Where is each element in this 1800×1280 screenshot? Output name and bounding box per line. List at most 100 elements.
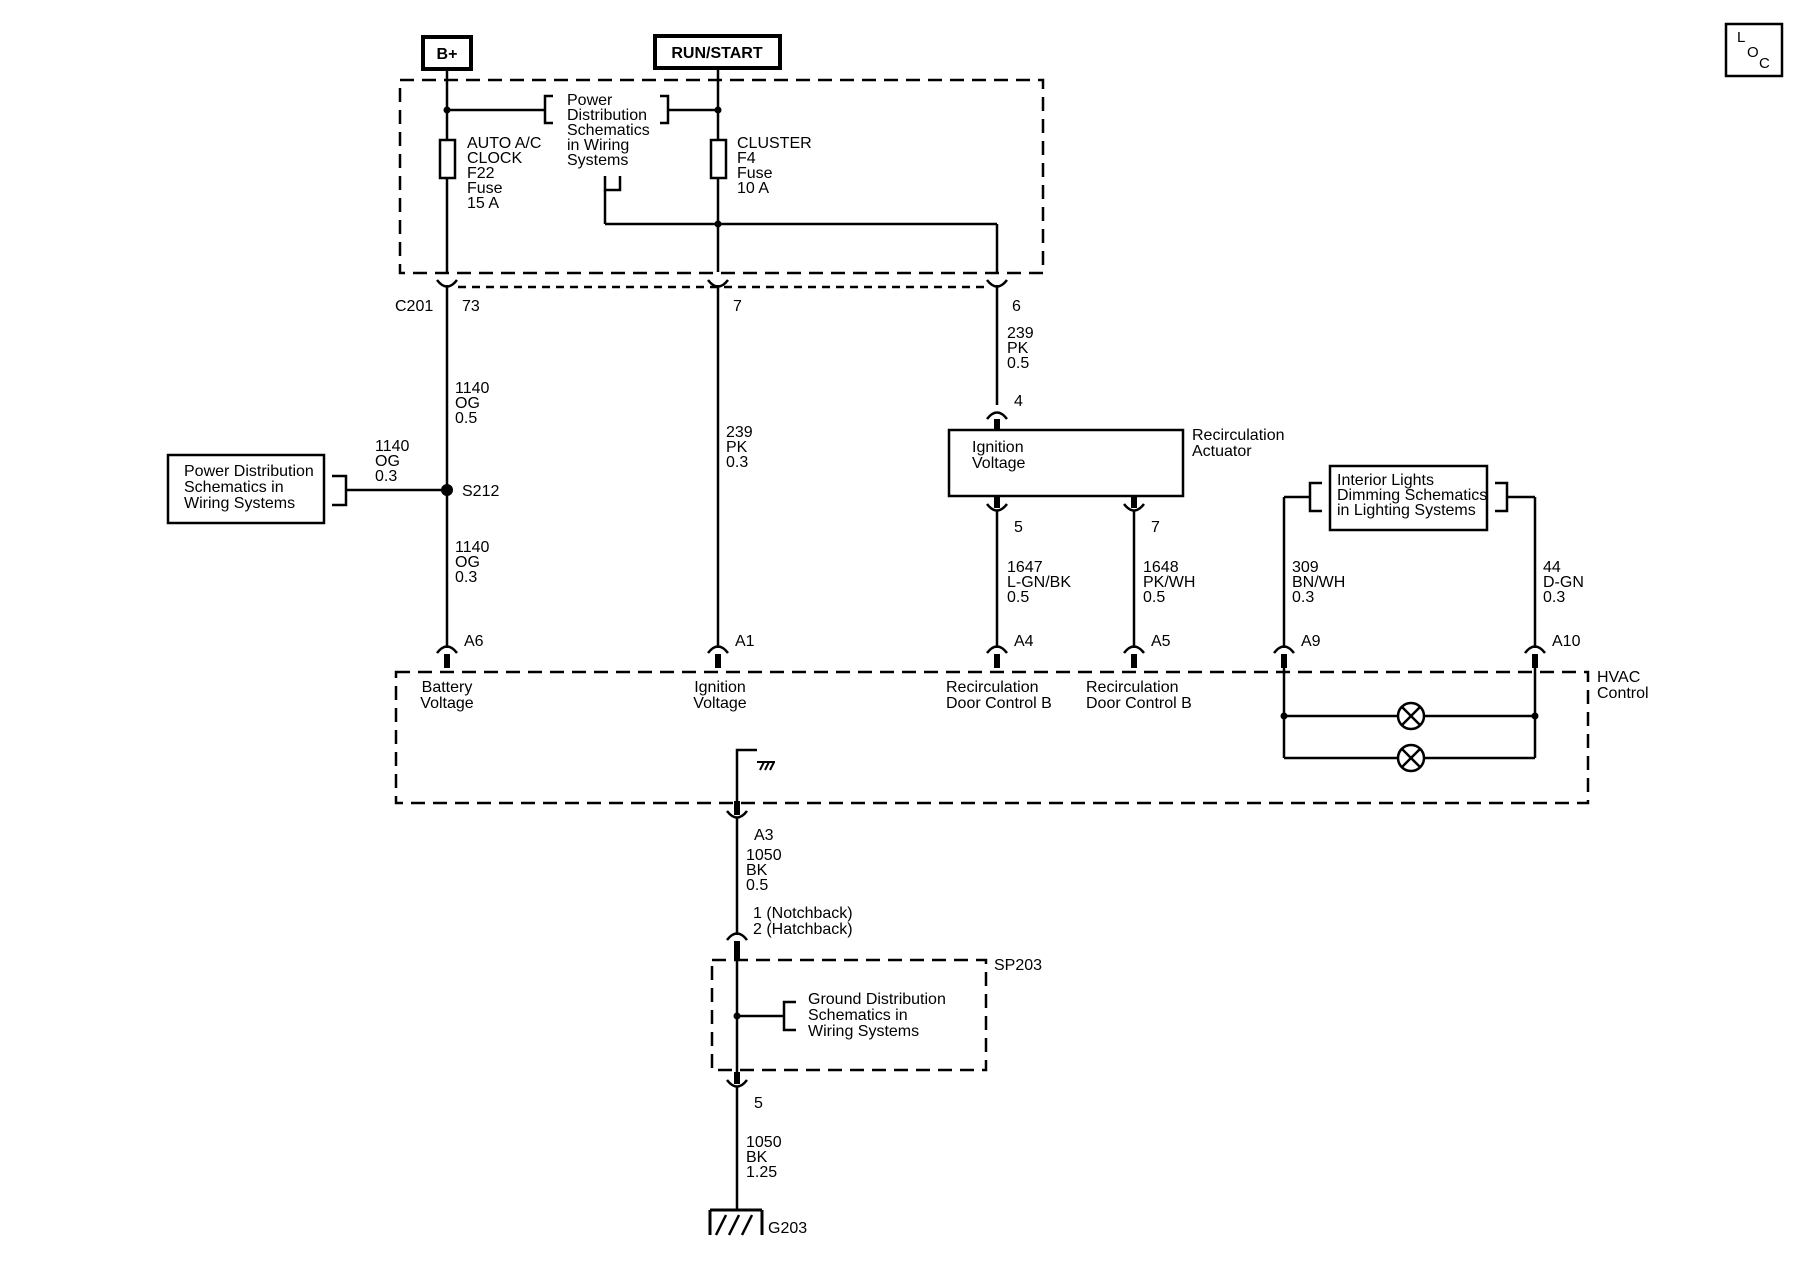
wire-1050-label: 0.5 bbox=[746, 877, 768, 894]
fuse-f22-label: 15 A bbox=[467, 195, 499, 212]
ignition-voltage-circuit: 239 PK 0.3 A1 bbox=[707, 285, 755, 668]
wire-1647-label: 1647 bbox=[1007, 559, 1043, 576]
ground-g203-icon bbox=[708, 1208, 764, 1236]
c201-pin: 73 bbox=[462, 298, 480, 315]
lighting-ref-line: Dimming Schematics bbox=[1337, 487, 1487, 504]
fuse-f4-label: CLUSTER bbox=[737, 135, 812, 152]
wire-239-label: 239 bbox=[1007, 325, 1034, 342]
wire-44-label: 0.3 bbox=[1543, 589, 1565, 606]
wire-1140-label: OG bbox=[455, 554, 480, 571]
sp203-label: SP203 bbox=[994, 957, 1042, 974]
loc-letter: C bbox=[1759, 55, 1770, 72]
actuator-pin: 4 bbox=[1014, 393, 1023, 410]
wire-1050-label: BK bbox=[746, 1149, 768, 1166]
power-ref-left-line: Wiring Systems bbox=[184, 495, 295, 512]
fuse-f4-label: 10 A bbox=[737, 180, 769, 197]
lighting-ref-line: in Lighting Systems bbox=[1337, 502, 1476, 519]
hvac-control-module: HVAC Control Battery Voltage Ignition Vo… bbox=[394, 669, 1649, 805]
wire-1140-side-label: 0.3 bbox=[375, 468, 397, 485]
splice-pack-sp203 bbox=[710, 958, 988, 1072]
hvac-pin-a1: A1 bbox=[735, 633, 755, 650]
hvac-label: Control bbox=[1597, 685, 1649, 702]
wire-1648-label: 0.5 bbox=[1143, 589, 1165, 606]
ground-pin-label: 5 bbox=[754, 1095, 763, 1112]
wire-309-label: 309 bbox=[1292, 559, 1319, 576]
interior-lights-circuit: Interior Lights Dimming Schematics in Li… bbox=[1273, 464, 1584, 773]
wire-44-label: D-GN bbox=[1543, 574, 1584, 591]
location-symbol: L O C bbox=[1724, 22, 1784, 78]
wire-1140-label: OG bbox=[455, 395, 480, 412]
fuse-f22-label: F22 bbox=[467, 165, 495, 182]
power-ref-line: Distribution bbox=[567, 107, 647, 124]
wire-1050-label: 1050 bbox=[746, 1134, 782, 1151]
actuator-pin: 5 bbox=[1014, 519, 1023, 536]
actuator-inner-label: Voltage bbox=[972, 455, 1025, 472]
lamp-icon bbox=[1396, 701, 1426, 731]
wire-1140-label: 0.5 bbox=[455, 410, 477, 427]
lighting-ref-line: Interior Lights bbox=[1337, 472, 1434, 489]
ground-ref-line: Ground Distribution bbox=[808, 991, 946, 1008]
hvac-pin-a3: A3 bbox=[754, 827, 774, 844]
connector-c201: C201 73 7 6 bbox=[395, 279, 1021, 315]
hvac-circuit-label: Recirculation bbox=[1086, 679, 1178, 696]
power-ref-left-line: Schematics in bbox=[184, 479, 284, 496]
wire-1050-label: 1.25 bbox=[746, 1164, 777, 1181]
fuse-f22-circuit: AUTO A/C CLOCK F22 Fuse 15 A bbox=[438, 69, 541, 272]
actuator-inner-label: Ignition bbox=[972, 439, 1024, 456]
wire-1140-label: 1140 bbox=[455, 539, 490, 556]
fuse-block-outline bbox=[398, 78, 1045, 275]
inline-pin-label: 1 (Notchback) bbox=[753, 905, 853, 922]
wire-309-label: 0.3 bbox=[1292, 589, 1314, 606]
hvac-circuit-label: Battery bbox=[422, 679, 473, 696]
wire-1140-label: 1140 bbox=[455, 380, 490, 397]
g203-label: G203 bbox=[768, 1220, 807, 1237]
hvac-circuit-label: Voltage bbox=[693, 695, 746, 712]
c201-pin: 6 bbox=[1012, 298, 1021, 315]
bplus-label: B+ bbox=[437, 46, 458, 63]
supply-bplus: B+ bbox=[421, 35, 473, 71]
fuse-f4-label: F4 bbox=[737, 150, 756, 167]
fuse-f4-circuit: CLUSTER F4 Fuse 10 A bbox=[709, 68, 812, 272]
ground-circuit: A3 1050 BK 0.5 1 (Notchback) 2 (Hatchbac… bbox=[708, 801, 1042, 1237]
power-ref-line: Schematics bbox=[567, 122, 650, 139]
ground-ref-line: Schematics in bbox=[808, 1007, 908, 1024]
wire-309-label: BN/WH bbox=[1292, 574, 1345, 591]
wire-1140-label: 0.3 bbox=[455, 569, 477, 586]
hvac-circuit-label: Ignition bbox=[694, 679, 746, 696]
c201-pin: 7 bbox=[733, 298, 742, 315]
lamp-icon bbox=[1396, 743, 1426, 773]
wire-1647-label: L-GN/BK bbox=[1007, 574, 1071, 591]
power-distribution-ref-top: Power Distribution Schematics in Wiring … bbox=[447, 92, 999, 272]
lighting-ref-box bbox=[1328, 464, 1489, 532]
s212-label: S212 bbox=[462, 483, 499, 500]
fuse-f4 bbox=[709, 138, 728, 180]
hvac-pin-a6: A6 bbox=[464, 633, 484, 650]
run-start-label: RUN/START bbox=[671, 45, 762, 62]
actuator-pin: 7 bbox=[1151, 519, 1160, 536]
c201-label: C201 bbox=[395, 298, 433, 315]
ground-ref-line: Wiring Systems bbox=[808, 1023, 919, 1040]
wire-239-label: 0.3 bbox=[726, 454, 748, 471]
actuator-body bbox=[947, 428, 1185, 498]
wire-44-label: 44 bbox=[1543, 559, 1561, 576]
wire-239-label: PK bbox=[1007, 340, 1029, 357]
wire-1140-side-label: 1140 bbox=[375, 438, 410, 455]
hvac-label: HVAC bbox=[1597, 669, 1640, 686]
actuator-name: Recirculation bbox=[1192, 427, 1284, 444]
supply-run-start: RUN/START bbox=[653, 34, 782, 70]
hvac-circuit-label: Door Control B bbox=[1086, 695, 1192, 712]
actuator-name: Actuator bbox=[1192, 443, 1252, 460]
wire-1050-label: 1050 bbox=[746, 847, 782, 864]
fuse-f22-label: Fuse bbox=[467, 180, 503, 197]
power-ref-line: Systems bbox=[567, 152, 628, 169]
wire-239-label: 0.5 bbox=[1007, 355, 1029, 372]
wire-239-label: PK bbox=[726, 439, 748, 456]
battery-voltage-circuit: S212 1140 OG 0.5 1140 OG 0.3 A6 bbox=[436, 285, 499, 668]
wire-1140-side-label: OG bbox=[375, 453, 400, 470]
inline-pin-label: 2 (Hatchback) bbox=[753, 921, 853, 938]
fuse-f22 bbox=[438, 138, 457, 180]
fuse-f22-label: CLOCK bbox=[467, 150, 522, 167]
wire-1050-label: BK bbox=[746, 862, 768, 879]
fuse-f22-label: AUTO A/C bbox=[467, 135, 541, 152]
